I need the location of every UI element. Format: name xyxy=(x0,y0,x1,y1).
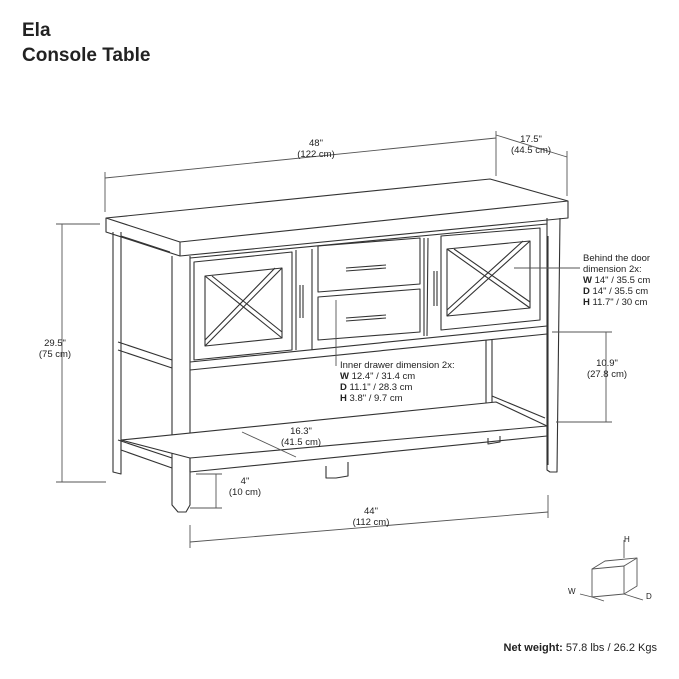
front-right-leg xyxy=(546,217,561,473)
net-weight: Net weight: 57.8 lbs / 26.2 Kgs xyxy=(504,642,657,654)
shelf-width-label: 44" (112 cm) xyxy=(342,506,400,528)
leg-clearance-label: 4" (10 cm) xyxy=(222,476,268,498)
front-left-leg xyxy=(171,256,191,513)
product-type: Console Table xyxy=(22,45,151,66)
inner-drawer-heading: Inner drawer dimension 2x: xyxy=(340,360,455,371)
product-name: Ela xyxy=(22,20,51,41)
axis-h-label: H xyxy=(624,535,630,544)
shelf-clearance-inches: 10.9" xyxy=(596,358,618,369)
axis-d-label: D xyxy=(646,592,652,601)
axis-w-label: W xyxy=(568,587,576,596)
height-inches: 29.5" xyxy=(44,338,66,349)
height-label: 29.5" (75 cm) xyxy=(30,338,80,360)
height-cm: (75 cm) xyxy=(38,349,72,360)
shelf-clearance-label: 10.9" (27.8 cm) xyxy=(578,358,636,380)
depth-inches: 17.5" xyxy=(520,134,542,145)
shelf-clearance-cm: (27.8 cm) xyxy=(586,369,628,380)
width-inches: 48" xyxy=(309,138,323,149)
left-side xyxy=(117,235,173,459)
inner-drawer-width: W 12.4" / 31.4 cm xyxy=(340,371,416,382)
axis-cube-icon xyxy=(579,540,644,602)
depth-cm: (44.5 cm) xyxy=(510,145,552,156)
rear-left-leg xyxy=(112,232,122,475)
width-cm: (122 cm) xyxy=(297,149,335,160)
net-weight-label: Net weight: xyxy=(503,642,563,654)
shelf-depth-cm: (41.5 cm) xyxy=(280,437,322,448)
shelf-depth-inches: 16.3" xyxy=(290,426,312,437)
leg-clearance-inches: 4" xyxy=(240,476,250,487)
behind-door-depth: D 14" / 35.5 cm xyxy=(583,286,649,297)
behind-door-height: H 11.7" / 30 cm xyxy=(583,297,648,308)
inner-drawer-height: H 3.8" / 9.7 cm xyxy=(340,393,403,404)
net-weight-value: 57.8 lbs / 26.2 Kgs xyxy=(565,642,657,654)
dimension-lines xyxy=(56,131,612,548)
product-title: Ela Console Table xyxy=(22,18,150,68)
shelf-width-inches: 44" xyxy=(364,506,378,517)
behind-door-dimensions: Behind the door dimension 2x: W 14" / 35… xyxy=(583,253,650,308)
leg-clearance-cm: (10 cm) xyxy=(228,487,262,498)
behind-door-subheading: dimension 2x: xyxy=(583,264,642,275)
width-label: 48" (122 cm) xyxy=(286,138,346,160)
behind-door-heading: Behind the door xyxy=(583,253,651,264)
cabinet-front xyxy=(189,223,548,371)
shelf-width-cm: (112 cm) xyxy=(352,517,390,528)
behind-door-width: W 14" / 35.5 cm xyxy=(583,275,651,286)
bottom-shelf xyxy=(120,401,548,479)
inner-drawer-depth: D 11.1" / 28.3 cm xyxy=(340,382,413,393)
inner-drawer-dimensions: Inner drawer dimension 2x: W 12.4" / 31.… xyxy=(340,360,455,404)
table-top xyxy=(105,178,569,257)
depth-label: 17.5" (44.5 cm) xyxy=(502,134,560,156)
shelf-depth-label: 16.3" (41.5 cm) xyxy=(272,426,330,448)
